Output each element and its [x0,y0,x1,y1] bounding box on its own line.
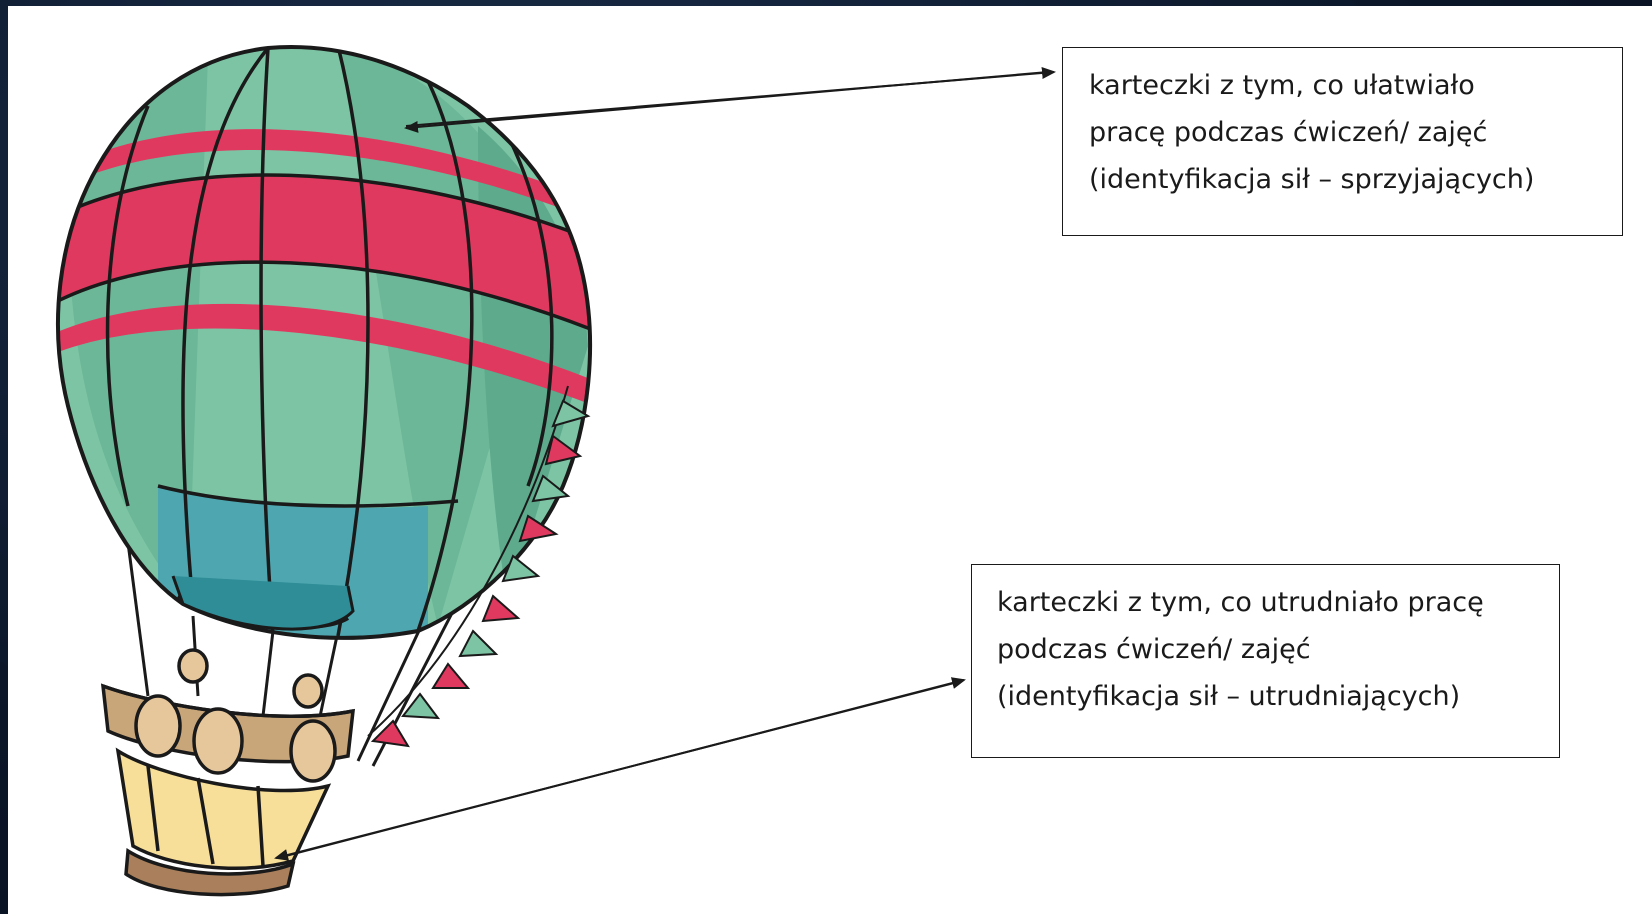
diagram-canvas: karteczki z tym, co ułatwiało pracę podc… [8,6,1652,914]
hot-air-balloon-icon [48,36,608,895]
arrow-top-to-balloon [406,72,1048,128]
label-box-facilitating: karteczki z tym, co ułatwiało pracę podc… [1062,47,1623,236]
label-bottom-line1: karteczki z tym, co utrudniało pracę [997,579,1539,626]
label-top-line2: pracę podczas ćwiczeń/ zajęć [1089,109,1602,156]
label-top-line1: karteczki z tym, co ułatwiało [1089,62,1602,109]
arrow-bottom-to-basket [276,682,958,858]
label-top-line3: (identyfikacja sił – sprzyjających) [1089,156,1602,203]
balloon-basket [103,650,353,895]
label-bottom-line3: (identyfikacja sił – utrudniających) [997,673,1539,720]
label-bottom-line2: podczas ćwiczeń/ zajęć [997,626,1539,673]
label-box-hindering: karteczki z tym, co utrudniało pracę pod… [971,564,1560,758]
